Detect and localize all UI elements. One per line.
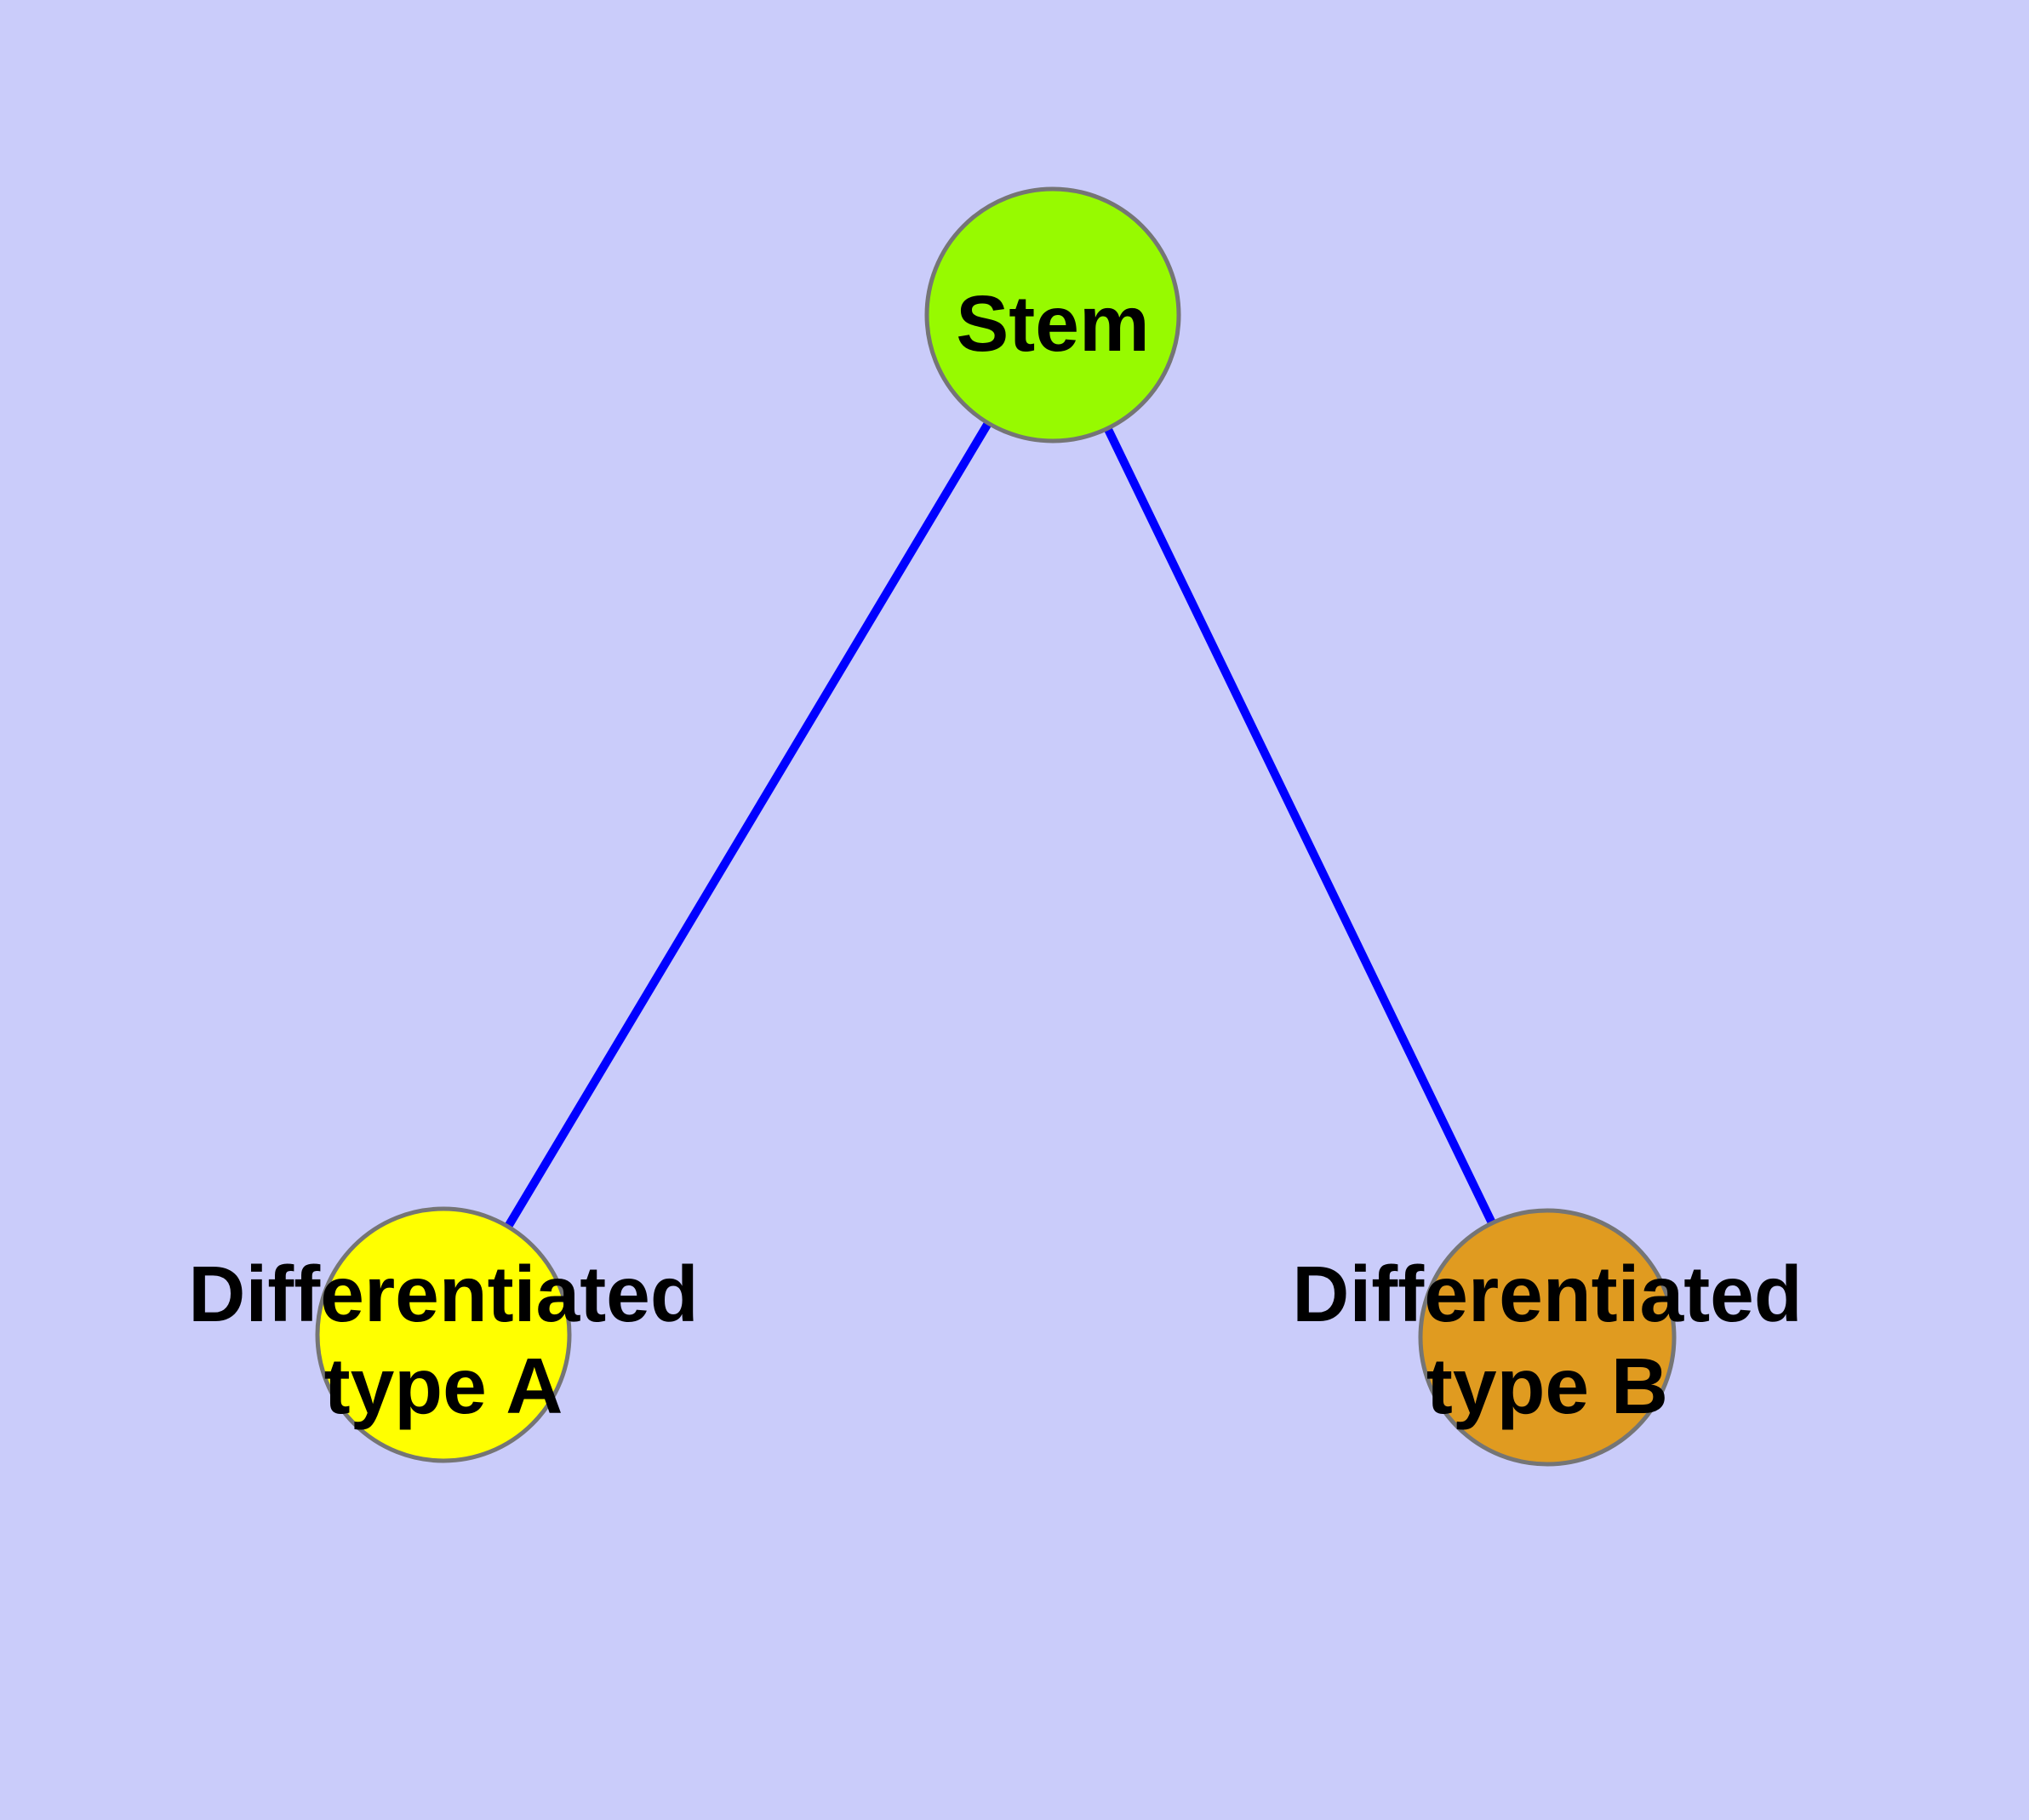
stem-node-circle <box>924 186 1181 444</box>
type-a-node-circle <box>315 1206 572 1463</box>
edge-layer <box>439 311 1552 1342</box>
edge-stem-to-type-b <box>1049 311 1552 1342</box>
type-a-node-label-line1: Differentiated <box>188 1250 698 1338</box>
node-differentiated-type-a <box>315 1206 572 1463</box>
edge-stem-to-type-a <box>439 311 1057 1339</box>
node-differentiated-type-b <box>1418 1208 1677 1467</box>
type-b-node-label-line2: type B <box>1426 1342 1668 1430</box>
type-b-node-circle <box>1418 1208 1677 1467</box>
node-stem <box>924 186 1181 444</box>
label-layer: Stem Differentiated type A Differentiate… <box>188 279 1802 1430</box>
stem-node-label: Stem <box>956 279 1149 368</box>
type-b-node-label-line1: Differentiated <box>1292 1250 1802 1338</box>
type-a-node-label-line2: type A <box>324 1342 563 1430</box>
